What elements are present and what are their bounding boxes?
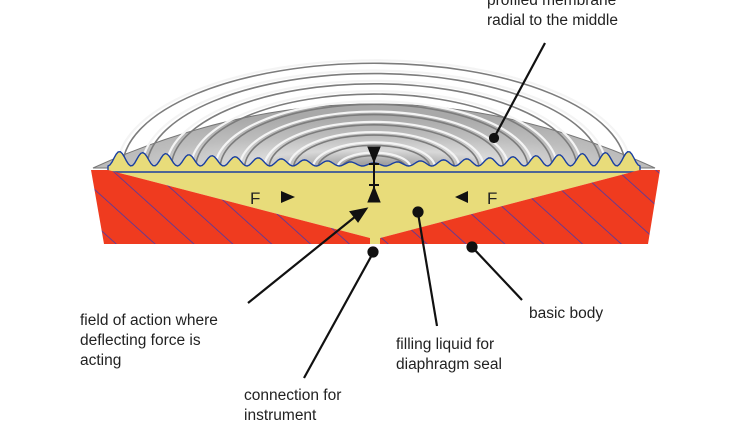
deflection-arrows (367, 146, 381, 203)
membrane-ring-highlight (287, 131, 461, 169)
leader-lines (247, 42, 546, 379)
label-basic-body: basic body (529, 305, 604, 322)
force-label-right: F (487, 189, 497, 208)
membrane-ring-shadow (292, 134, 456, 169)
membrane-ring-highlight (189, 89, 559, 169)
membrane-ring-shadow (121, 62, 627, 169)
membrane-ring-highlight (262, 120, 486, 169)
membrane-ring-shadow (243, 113, 505, 169)
membrane-ring-highlight (311, 141, 437, 169)
membrane-ring-highlight (165, 79, 583, 169)
membrane-ring-highlight (116, 59, 632, 169)
basic-body-left (91, 170, 370, 244)
diaphragm-seal-diagram: F F (91, 42, 660, 379)
label-field-of-action: field of action where deflecting force i… (80, 312, 218, 369)
label-filling-liquid: filling liquid for diaphragm seal (396, 336, 502, 373)
membrane-ring-highlight (140, 69, 608, 169)
basic-body-right (380, 170, 660, 244)
membrane-ring-shadow (194, 93, 554, 169)
force-arrow-left-icon (455, 191, 468, 203)
membrane-ring-shadow (170, 82, 578, 169)
membrane-ring-shadow (268, 124, 480, 169)
membrane-ring-highlight (214, 100, 534, 169)
membrane-ring-shadow (219, 103, 529, 169)
membrane-ring-shadow (317, 144, 431, 169)
force-label-left: F (250, 189, 260, 208)
membrane-ring-shadow (146, 72, 602, 169)
membrane (92, 59, 656, 169)
label-connection-for-instrument: connection for instrument (244, 387, 342, 424)
force-arrow-right-icon (281, 191, 295, 203)
label-profiled-membrane: profiled membrane radial to the middle (487, 0, 618, 29)
connection-channel (370, 232, 380, 244)
